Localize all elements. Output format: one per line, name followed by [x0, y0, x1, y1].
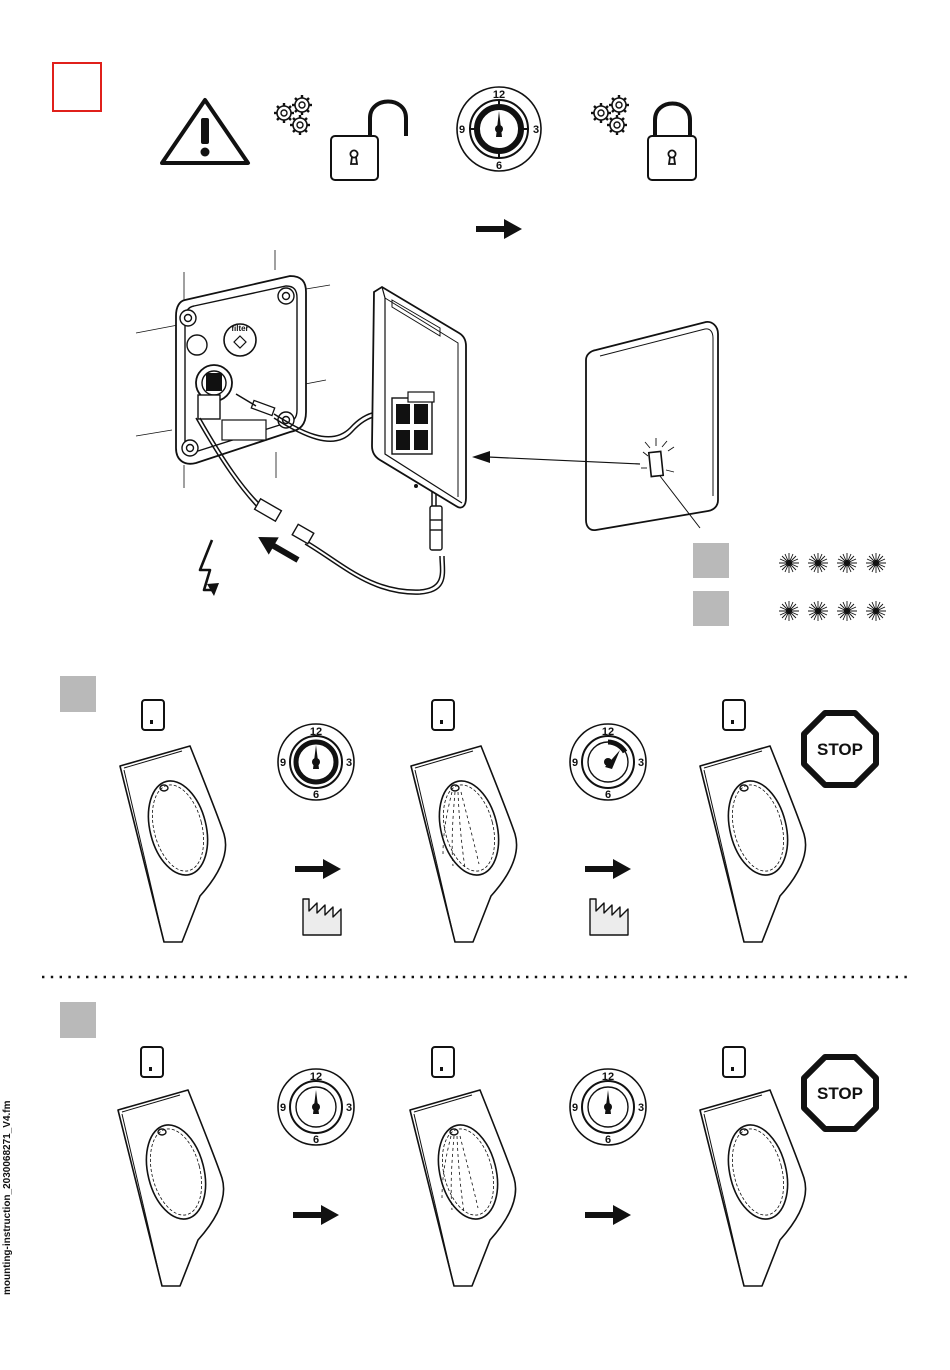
arrow-icon — [585, 859, 631, 879]
stop-sign-icon: STOP — [804, 713, 876, 785]
gray-step-marker — [693, 543, 729, 578]
led-blink-row — [779, 553, 886, 573]
urinal-icon — [411, 746, 517, 942]
urinal-icon — [700, 746, 806, 942]
arrow-icon — [293, 1205, 339, 1225]
gears-icon — [274, 95, 312, 135]
gears-icon — [591, 95, 629, 135]
factory-icon — [590, 899, 628, 935]
clock-icon: 12 3 6 9 — [278, 1069, 354, 1146]
clock-tick-9: 9 — [280, 1102, 286, 1114]
warning-icon — [162, 100, 248, 163]
clock-tick-12: 12 — [310, 726, 322, 738]
clock-icon: 12 3 6 9 — [570, 724, 646, 801]
arrow-icon — [585, 1205, 631, 1225]
cover-plate-icon — [372, 287, 466, 508]
clock-tick-12: 12 — [310, 1071, 322, 1083]
urinal-icon — [700, 1090, 806, 1286]
padlock-closed-icon — [648, 104, 696, 181]
clock-tick-6: 6 — [496, 160, 502, 172]
plug-connector — [255, 499, 442, 550]
urinal-icon — [118, 1090, 224, 1286]
stop-sign-icon: STOP — [804, 1057, 876, 1129]
clock-tick-12: 12 — [602, 1071, 614, 1083]
sensor-icon — [432, 1047, 454, 1077]
clock-tick-3: 3 — [346, 1102, 352, 1114]
clock-tick-6: 6 — [313, 1134, 319, 1146]
sensor-icon — [723, 700, 745, 730]
gray-step-marker — [60, 676, 96, 712]
urinal-icon — [120, 746, 226, 942]
clock-tick-9: 9 — [459, 124, 465, 136]
sensor-icon — [141, 1047, 163, 1077]
sensor-icon — [432, 700, 454, 730]
sensor-icon — [723, 1047, 745, 1077]
clock-icon: 12 3 6 9 — [570, 1069, 646, 1146]
padlock-open-icon — [331, 102, 406, 181]
stop-label: STOP — [817, 1084, 863, 1103]
wall-box-icon: filter — [136, 250, 330, 488]
filter-label: filter — [231, 324, 248, 333]
clock-tick-12: 12 — [602, 726, 614, 738]
urinal-icon — [410, 1090, 516, 1286]
clock-tick-6: 6 — [605, 789, 611, 801]
stop-label: STOP — [817, 740, 863, 759]
clock-tick-9: 9 — [572, 1102, 578, 1114]
red-marker-square — [53, 63, 101, 111]
clock-tick-3: 3 — [346, 757, 352, 769]
factory-icon — [303, 899, 341, 935]
clock-tick-6: 6 — [313, 789, 319, 801]
document-filename-label: mounting-instruction_2030068271_V4.fm — [2, 1283, 13, 1295]
clock-tick-3: 3 — [638, 1102, 644, 1114]
clock-tick-3: 3 — [533, 124, 539, 136]
clock-tick-12: 12 — [493, 89, 505, 101]
clock-icon: 12 3 6 9 — [457, 87, 541, 172]
clock-tick-9: 9 — [280, 757, 286, 769]
clock-tick-3: 3 — [638, 757, 644, 769]
led-blink-row — [779, 601, 886, 621]
gray-step-marker — [693, 591, 729, 626]
sensor-icon — [142, 700, 164, 730]
arrow-icon — [295, 859, 341, 879]
clock-icon: 12 3 6 9 — [278, 724, 354, 801]
clock-tick-9: 9 — [572, 757, 578, 769]
gray-step-marker — [60, 1002, 96, 1038]
arrow-icon — [476, 219, 522, 239]
front-plate-icon — [586, 322, 718, 530]
lightning-icon — [200, 540, 219, 596]
clock-tick-6: 6 — [605, 1134, 611, 1146]
